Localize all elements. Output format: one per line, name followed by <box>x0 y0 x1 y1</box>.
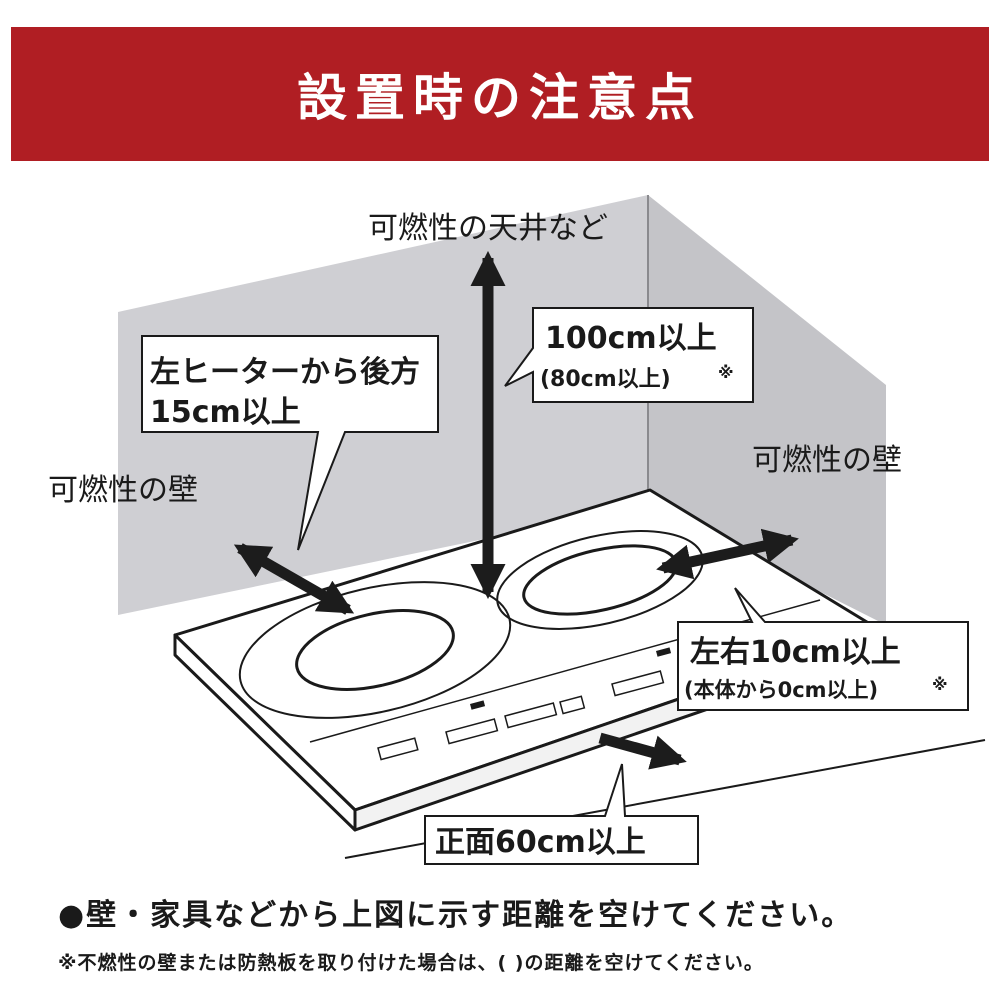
ceiling-label: 可燃性の天井など <box>368 211 608 246</box>
callout-rear-line2: 15cm以上 <box>150 395 301 430</box>
instruction-note: ●壁・家具などから上図に示す距離を空けてください。 <box>58 898 854 933</box>
control-button <box>504 702 558 729</box>
callout-top-mark: ※ <box>718 363 734 382</box>
callout-top: 100cm以上 (80cm以上) ※ <box>504 307 754 403</box>
left-wall-label: 可燃性の壁 <box>48 473 198 508</box>
arrow-front <box>598 732 687 770</box>
arrow-side <box>656 528 799 580</box>
right-wall-label: 可燃性の壁 <box>752 443 902 478</box>
control-button <box>559 695 586 715</box>
callout-side-line2: (本体から0cm以上) <box>684 678 878 702</box>
callout-side: 左右10cm以上 (本体から0cm以上) ※ <box>677 587 969 711</box>
control-button <box>377 737 419 761</box>
control-button <box>445 718 499 745</box>
callout-side-mark: ※ <box>932 675 948 694</box>
indicator-light <box>469 700 486 710</box>
instruction-subnote: ※不燃性の壁または防熱板を取り付けた場合は、( )の距離を空けてください。 <box>58 952 764 974</box>
callout-top-line1: 100cm以上 <box>545 321 717 356</box>
control-button <box>611 670 665 697</box>
arrow-rear <box>233 543 355 615</box>
left-burner-inner <box>295 609 455 691</box>
page-title: 設置時の注意点 <box>297 69 703 127</box>
callout-top-line2: (80cm以上) <box>540 367 671 392</box>
callout-rear-line1: 左ヒーターから後方 <box>150 355 420 390</box>
callout-front: 正面60cm以上 <box>424 763 699 865</box>
header-banner: 設置時の注意点 <box>11 27 989 161</box>
right-wall <box>648 195 886 625</box>
callout-rear: 左ヒーターから後方 15cm以上 <box>141 335 439 551</box>
indicator-light <box>656 647 672 657</box>
callout-side-line1: 左右10cm以上 <box>690 635 901 670</box>
callout-front-line1: 正面60cm以上 <box>435 825 646 860</box>
